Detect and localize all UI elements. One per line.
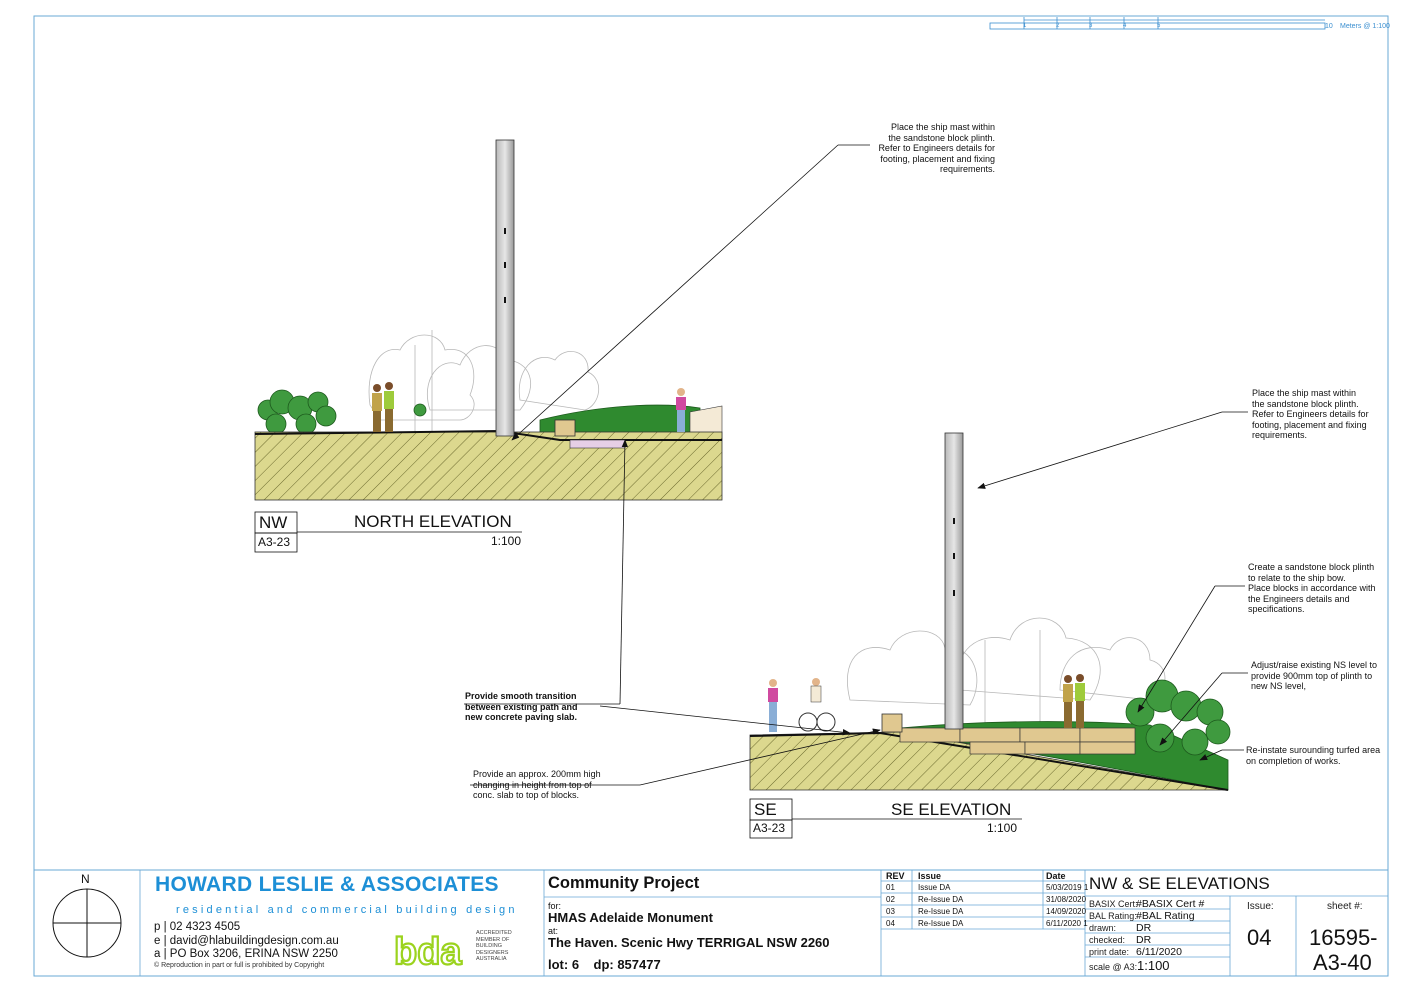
nw-scale: 1:100	[491, 534, 522, 548]
scale-label-5: 5	[1157, 23, 1161, 29]
rev-row-4-rev: 04	[886, 919, 895, 928]
sheet-number-label: sheet #:	[1327, 901, 1363, 912]
note-ns-level: Adjust/raise existing NS level to provid…	[1251, 660, 1378, 691]
client-name: HMAS Adelaide Monument	[548, 910, 713, 925]
scale-label-4: 4	[1123, 23, 1127, 29]
scale-bar	[989, 17, 1326, 30]
bda-member-text: ACCREDITED MEMBER OF BUILDING DESIGNERS …	[476, 930, 512, 962]
scale-label-2: 2	[1056, 23, 1060, 29]
title-block-lines	[139, 870, 1388, 976]
lot-dp: lot: 6 dp: 857477	[548, 957, 661, 972]
sheet-title: NW & SE ELEVATIONS	[1089, 874, 1270, 893]
rev-row-4-date: 6/11/2020 1	[1046, 919, 1088, 928]
north-arrow-icon	[52, 888, 122, 958]
nw-title-box	[254, 511, 522, 553]
bal-label: BAL Rating:	[1089, 911, 1137, 921]
at-label: at:	[548, 926, 559, 936]
bda-logo-icon: bda	[393, 930, 464, 974]
basix-label: BASIX Cert:	[1089, 899, 1138, 909]
print-date-value: 6/11/2020	[1136, 946, 1182, 958]
scale-label-3: 3	[1089, 23, 1093, 29]
note-turf: Re-instate surounding turfed area on com…	[1246, 745, 1381, 766]
issue-label: Issue:	[1247, 901, 1274, 912]
se-ref: A3-23	[753, 821, 786, 835]
rev-row-2-rev: 02	[886, 895, 895, 904]
rev-row-3-issue: Re-Issue DA	[918, 907, 964, 916]
rev-header: REV	[886, 871, 905, 881]
note-se-mast: Place the ship mast within the sandstone…	[1252, 388, 1369, 440]
north-label: N	[81, 872, 90, 886]
svg-text:bda: bda	[394, 931, 462, 973]
firm-tagline: residential and commercial building desi…	[176, 904, 518, 916]
rev-row-2-date: 31/08/2020	[1046, 895, 1087, 904]
issue-value: 04	[1247, 925, 1272, 950]
nw-code: NW	[259, 513, 288, 532]
rev-row-1-rev: 01	[886, 883, 895, 892]
date-header: Date	[1046, 871, 1066, 881]
firm-name: HOWARD LESLIE & ASSOCIATES	[155, 873, 499, 896]
rev-row-3-date: 14/09/2020	[1046, 907, 1087, 916]
note-nw-mast: Place the ship mast within the sandstone…	[878, 122, 995, 174]
checked-label: checked:	[1089, 935, 1126, 945]
se-title: SE ELEVATION	[891, 800, 1012, 819]
se-elevation-drawing	[464, 411, 1248, 791]
sheet-number-line-1: 16595-	[1309, 925, 1378, 950]
rev-row-2-issue: Re-Issue DA	[918, 895, 964, 904]
se-scale: 1:100	[987, 821, 1018, 835]
scale-bar-caption: Meters @ 1:100	[1340, 23, 1390, 30]
note-plinth: Create a sandstone block plinth to relat…	[1248, 562, 1376, 614]
sheet-number-line-2: A3-40	[1313, 950, 1372, 975]
issue-header: Issue	[918, 871, 942, 881]
site-address: The Haven. Scenic Hwy TERRIGAL NSW 2260	[548, 935, 830, 950]
checked-value: DR	[1136, 934, 1152, 946]
scale-label-1: 1	[1023, 23, 1027, 29]
copyright-text: © Reproduction in part or full is prohib…	[154, 962, 325, 969]
basix-value: #BASIX Cert #	[1136, 898, 1205, 910]
rev-row-4-issue: Re-Issue DA	[918, 919, 964, 928]
bal-value: #BAL Rating	[1136, 910, 1195, 922]
firm-email[interactable]: e | david@hlabuildingdesign.com.au	[154, 935, 339, 947]
rev-row-1-date: 5/03/2019 1	[1046, 883, 1089, 892]
scale-label: scale @ A3:	[1089, 962, 1138, 972]
rev-row-1-issue: Issue DA	[918, 883, 951, 892]
firm-phone[interactable]: p | 02 4323 4505	[154, 921, 241, 933]
note-transition: Provide smooth transition between existi…	[465, 691, 578, 722]
se-code: SE	[754, 800, 777, 819]
nw-elevation-drawing	[254, 139, 870, 501]
project-name: Community Project	[548, 874, 700, 892]
for-label: for:	[548, 901, 562, 911]
sheet-border	[33, 15, 1389, 977]
scale-label-10: 10	[1325, 23, 1333, 30]
note-step: Provide an approx. 200mm high changing i…	[473, 769, 601, 800]
nw-title: NORTH ELEVATION	[354, 512, 512, 531]
drawn-value: DR	[1136, 922, 1152, 934]
rev-row-3-rev: 03	[886, 907, 895, 916]
firm-address: a | PO Box 3206, ERINA NSW 2250	[154, 948, 338, 960]
print-date-label: print date:	[1089, 947, 1130, 957]
drawn-label: drawn:	[1089, 923, 1117, 933]
se-title-box	[749, 798, 1022, 839]
nw-ref: A3-23	[258, 535, 291, 549]
scale-value: 1:100	[1137, 958, 1170, 973]
